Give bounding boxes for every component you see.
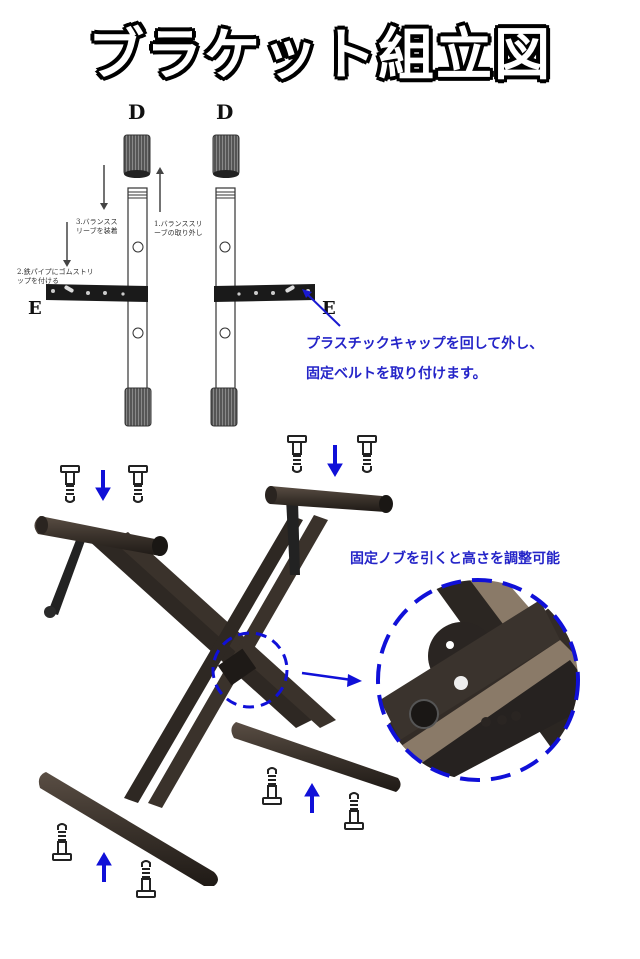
screw-icon [344,792,364,830]
knob-detail-zoom [378,580,578,780]
label-d-left: D [128,100,146,124]
page-title: ブラケット組立図 [87,22,552,90]
note-step1: 1.バランススリ ーブの取り外し [154,220,203,237]
note-step2: 2.鉄パイプにゴムストリ ップを付ける [17,268,94,285]
label-e-left: E [28,298,42,319]
knob-note: 固定ノブを引くと高さを調整可能 [350,551,560,567]
x-frame [44,498,336,808]
label-d-right: D [216,100,234,124]
screw-icon [357,435,377,473]
screw-icon [262,767,282,805]
screw-icon [287,435,307,473]
arrow-icons [95,445,343,882]
screw-icon [128,465,148,503]
zoom-circle [376,578,580,782]
right-arm-bar [265,486,393,513]
front-foot-bar [38,772,218,886]
left-strap [46,284,148,302]
pivot-highlight [211,631,289,709]
instruction-line-2: 固定ベルトを取り付けます。 [306,366,487,382]
screw-icon [136,860,156,898]
screw-icon [60,465,80,503]
screw-icon [52,823,72,861]
label-e-right: E [322,298,336,319]
rear-foot-bar [231,722,401,792]
instruction-line-1: プラスチックキャップを回して外し、 [306,336,544,352]
left-arm-bar [34,516,168,556]
note-step3: 3.バランスス リーブを装着 [76,218,118,235]
